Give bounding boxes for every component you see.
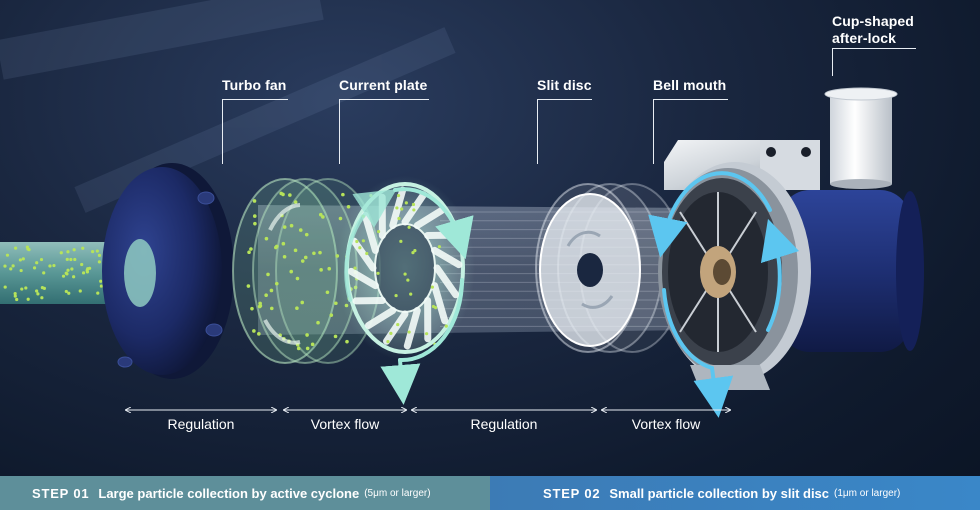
label-cup-shaped-line1: Cup-shaped bbox=[832, 13, 914, 29]
step-01-number: STEP 01 bbox=[32, 485, 90, 501]
leader-tick-slit-disc bbox=[537, 99, 592, 100]
dimension-label-regulation-1: Regulation bbox=[167, 416, 235, 432]
leader-bell-mouth bbox=[653, 99, 654, 164]
label-turbo-fan: Turbo fan bbox=[222, 77, 287, 93]
vortex-arrows-step2 bbox=[648, 171, 800, 418]
step-01-description: Large particle collection by active cycl… bbox=[98, 485, 360, 501]
step-02-number: STEP 02 bbox=[543, 485, 601, 501]
step-01-particle-size: (5μm or larger) bbox=[364, 487, 431, 499]
leader-tick-bell-mouth bbox=[653, 99, 728, 100]
background-streaks bbox=[0, 0, 456, 213]
leader-cup-shaped-after-lock bbox=[832, 48, 833, 76]
step-01-banner: STEP 01 Large particle collection by act… bbox=[0, 476, 490, 510]
step-02-description: Small particle collection by slit disc bbox=[609, 485, 830, 501]
step-bar: STEP 01 Large particle collection by act… bbox=[0, 476, 980, 510]
label-slit-disc: Slit disc bbox=[537, 77, 592, 93]
leader-current-plate bbox=[339, 99, 340, 164]
dimension-label-vortex-flow-1: Vortex flow bbox=[310, 416, 380, 432]
current-plate bbox=[335, 176, 475, 360]
label-bell-mouth: Bell mouth bbox=[653, 77, 727, 93]
step-02-particle-size: (1μm or larger) bbox=[834, 487, 901, 499]
leader-tick-turbo-fan bbox=[222, 99, 288, 100]
dimension-label-vortex-flow-2: Vortex flow bbox=[631, 416, 701, 432]
vortex-arrows-step1 bbox=[344, 187, 474, 405]
label-cup-shaped-line2: after-lock bbox=[832, 30, 897, 46]
leader-tick-current-plate bbox=[339, 99, 429, 100]
step-02-banner: STEP 02 Small particle collection by sli… bbox=[490, 476, 980, 510]
dimension-label-regulation-2: Regulation bbox=[470, 416, 538, 432]
fan-housing bbox=[102, 163, 234, 379]
leader-tick-cup-shaped-after-lock bbox=[832, 48, 916, 49]
slit-disc bbox=[535, 183, 685, 353]
cup-shaped-after-lock bbox=[824, 87, 898, 189]
leader-turbo-fan bbox=[222, 99, 223, 164]
label-current-plate: Current plate bbox=[339, 77, 428, 93]
leader-slit-disc bbox=[537, 99, 538, 164]
